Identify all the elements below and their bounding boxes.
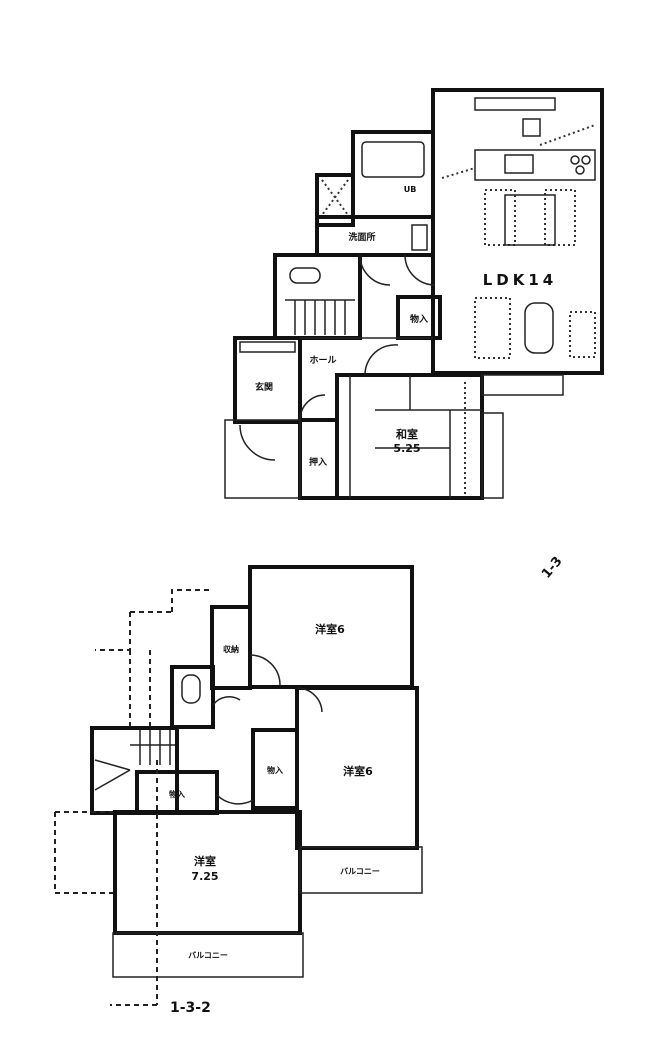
- vanity: [411, 224, 428, 251]
- sink: [504, 154, 534, 174]
- toilet-bowl: [181, 674, 201, 704]
- toilet-bowl: [289, 267, 321, 284]
- laundry-area: [315, 173, 355, 227]
- lot-label-1-3-2: 1-3-2: [170, 1000, 211, 1016]
- dining-chairs: [544, 189, 576, 246]
- toilet-stairs-block: [273, 253, 362, 340]
- room-b-label: 洋室6: [343, 764, 373, 778]
- tv-stand: [569, 311, 596, 358]
- stove-burner: [581, 155, 591, 165]
- balcony-a-label: バルコニー: [188, 951, 228, 960]
- dining-table: [504, 194, 556, 246]
- genkan-label: 玄関: [255, 381, 273, 393]
- balcony-b-label: バルコニー: [340, 867, 380, 876]
- bath-label: UB: [404, 185, 417, 194]
- engawa: [481, 412, 504, 499]
- lot-label-1-3: 1-3: [539, 554, 566, 582]
- storage-label: 物入: [410, 313, 428, 325]
- range-hood: [522, 118, 541, 137]
- closet-a-label: 収納: [223, 644, 239, 654]
- stove-burner: [570, 155, 580, 165]
- floor-2-labels: 洋室6 洋室6 洋室 7.25 収納 物入 物入 バルコニー バルコニー 1-3…: [169, 622, 380, 1016]
- bath-room: [351, 130, 435, 219]
- room-c-size-label: 7.25: [191, 870, 218, 883]
- washitsu-size-label: 5.25: [393, 442, 420, 455]
- closet-a: [210, 605, 252, 690]
- ldk-room: [431, 88, 604, 375]
- closet-c-label: 物入: [169, 789, 185, 799]
- closet-b-label: 物入: [267, 765, 283, 775]
- oshiire-label: 押入: [309, 456, 327, 468]
- shoe-box: [239, 341, 296, 353]
- ldk-label: LDK14: [483, 271, 558, 289]
- room-a-label: 洋室6: [315, 622, 345, 636]
- stove-burner: [575, 165, 585, 175]
- closet-b: [251, 728, 299, 810]
- porch: [224, 419, 301, 499]
- hall-label: ホール: [309, 355, 336, 366]
- floor-1-plan: [224, 88, 604, 500]
- coffee-table: [524, 302, 554, 354]
- deck: [481, 374, 564, 396]
- senmenjo-label: 洗面所: [348, 231, 375, 243]
- bathtub: [361, 141, 425, 178]
- balcony-a: [112, 932, 304, 978]
- room-c-label: 洋室: [194, 854, 216, 868]
- floor-2-plan: [54, 565, 423, 1006]
- washitsu-label: 和室: [396, 427, 418, 441]
- senmenjo-room: [315, 215, 435, 257]
- balcony-b: [299, 846, 423, 894]
- sofa: [474, 297, 511, 359]
- kitchen-counter: [474, 149, 596, 181]
- genkan-room: [233, 336, 302, 424]
- kitchen-counter-top: [474, 97, 556, 111]
- toilet-room: [170, 665, 215, 729]
- dining-chairs: [484, 189, 516, 246]
